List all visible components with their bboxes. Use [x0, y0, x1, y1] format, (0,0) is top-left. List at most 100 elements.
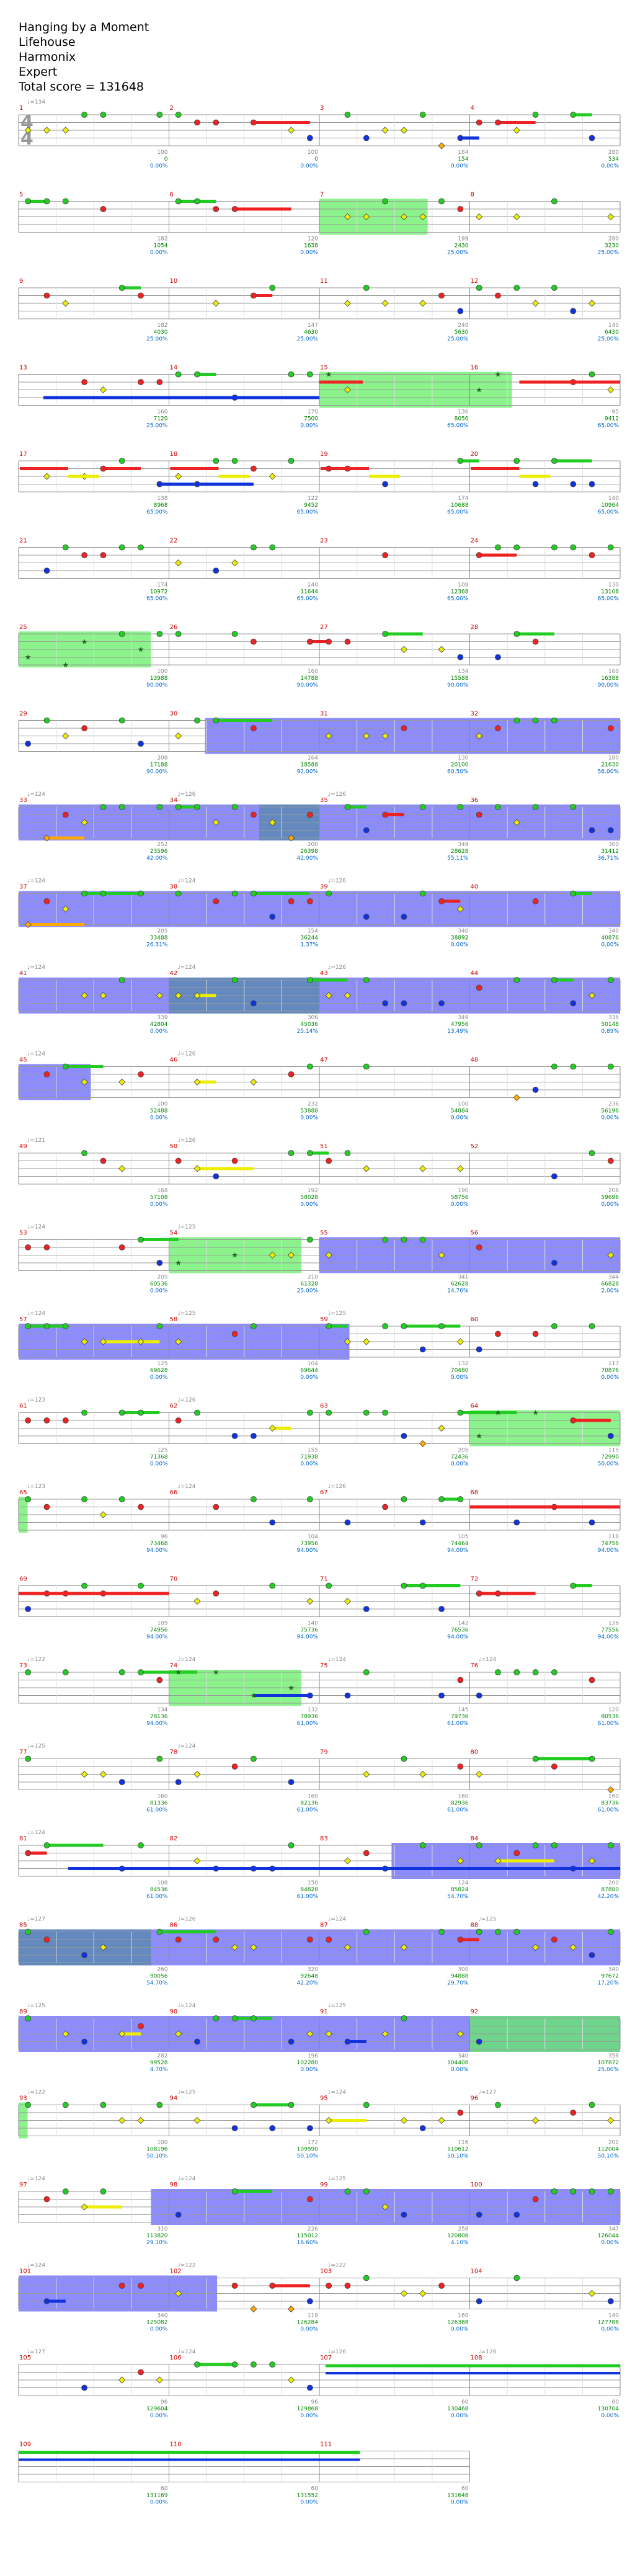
green-note-icon [81, 112, 87, 118]
green-note-icon [495, 1928, 501, 1935]
measure-score: 112004 [598, 2147, 619, 2153]
yellow-note-icon [287, 127, 295, 134]
yellow-note-icon [137, 2116, 144, 2124]
green-note-icon [62, 2188, 69, 2195]
measure-score: 31412 [601, 849, 619, 855]
yellow-note-icon [81, 1338, 88, 1345]
green-note-icon [401, 2015, 407, 2021]
measure-score: 70480 [451, 1368, 469, 1374]
measure-percent: 2.00% [601, 1288, 619, 1295]
star-note-icon: ★ [25, 653, 32, 662]
measure-tick: 105 [157, 1621, 167, 1627]
measure-number: 96 [471, 2095, 479, 2102]
measure-tick: 182 [157, 323, 167, 329]
green-note-icon [344, 804, 351, 810]
green-note-icon [363, 2275, 370, 2281]
yellow-note-icon [400, 213, 407, 221]
measure-tick: 108 [157, 1880, 167, 1886]
measure-number: 21 [19, 538, 27, 545]
yellow-note-icon [193, 1857, 201, 1865]
red-note-icon [138, 379, 144, 385]
measure-tick: 130 [458, 755, 468, 762]
measure-score: 62628 [451, 1281, 469, 1288]
yellow-note-icon [175, 992, 182, 999]
measure-score: 82136 [300, 1801, 318, 1807]
star-note-icon: ★ [138, 645, 144, 654]
yellow-note-icon [250, 1943, 257, 1951]
measure-percent: 36.71% [598, 855, 619, 862]
green-note-icon [25, 1496, 32, 1502]
measure-number: 91 [320, 2008, 328, 2015]
measure-percent: 0.00% [601, 942, 619, 948]
tempo-marker: ♩=126 [328, 878, 346, 885]
yellow-note-icon [175, 732, 182, 740]
red-note-icon [306, 2196, 313, 2203]
red-note-icon [438, 2283, 445, 2289]
measure-score: 110612 [447, 2147, 468, 2153]
yellow-note-icon [137, 1338, 144, 1345]
measure-tick: 125 [157, 1361, 167, 1367]
measure-number: 31 [320, 711, 328, 718]
blue-note-icon [231, 2125, 238, 2131]
measure-percent: 42.20% [297, 1981, 319, 1987]
green-note-icon [118, 544, 125, 551]
measure-score: 108196 [146, 2147, 168, 2153]
yellow-note-icon [456, 905, 464, 913]
red-note-icon [62, 811, 69, 818]
measure-number: 41 [19, 970, 27, 977]
orange-note-icon [419, 1440, 427, 1448]
green-note-icon [588, 2101, 595, 2108]
measure-number: 106 [170, 2355, 182, 2361]
measure-number: 65 [19, 1489, 27, 1496]
tempo-marker: ♩=125 [479, 1917, 497, 1923]
measure-percent: 25.14% [297, 1028, 319, 1035]
measure-score: 85824 [451, 1887, 469, 1893]
green-note-icon [363, 2188, 370, 2195]
star-note-icon: ★ [495, 1409, 502, 1417]
measure-number: 73 [19, 1662, 27, 1669]
yellow-note-icon [43, 127, 51, 134]
measure-number: 57 [19, 1316, 27, 1323]
green-note-icon [231, 890, 238, 897]
red-note-icon [476, 1244, 482, 1250]
measure-number: 48 [471, 1057, 479, 1064]
measure-tick: 160 [458, 1794, 468, 1800]
measure-tick: 96 [161, 2399, 168, 2405]
measure-number: 85 [19, 1922, 27, 1929]
measure-percent: 0.00% [150, 2413, 168, 2419]
star-note-icon: ★ [81, 638, 88, 646]
blue-note-icon [25, 741, 32, 747]
red-note-icon [306, 898, 313, 904]
orange-note-icon [607, 1786, 615, 1794]
red-note-icon [382, 552, 388, 558]
red-note-icon [138, 1071, 144, 1077]
blue-note-icon [306, 2125, 313, 2131]
yellow-note-icon [62, 2030, 69, 2038]
blue-note-icon [156, 481, 163, 488]
green-note-icon [156, 631, 163, 637]
measure-score: 12368 [451, 589, 469, 595]
measure-number: 47 [320, 1057, 328, 1064]
green-note-icon [25, 198, 32, 205]
measure-percent: 65.00% [146, 509, 168, 515]
measure-score: 129604 [146, 2406, 168, 2412]
red-note-icon [532, 898, 539, 904]
measure-percent: 65.00% [297, 509, 319, 515]
measure-number: 68 [471, 1489, 479, 1496]
measure-score: 131648 [447, 2493, 469, 2499]
green-note-icon [570, 112, 577, 118]
measure-percent: 42.20% [598, 1894, 619, 1900]
red-note-icon [326, 1936, 332, 1943]
green-note-icon [607, 977, 614, 983]
measure-percent: 0.00% [601, 1375, 619, 1381]
green-note-icon [513, 458, 520, 464]
measure-number: 64 [471, 1403, 479, 1410]
green-note-icon [532, 1755, 539, 1762]
measure-number: 56 [471, 1230, 479, 1237]
measure-percent: 65.00% [598, 509, 619, 515]
green-note-icon [25, 2015, 32, 2021]
green-note-icon [344, 1150, 351, 1156]
measure-number: 42 [170, 970, 178, 977]
measure-percent: 0.00% [150, 1461, 168, 1468]
measure-score: 69628 [150, 1368, 168, 1374]
